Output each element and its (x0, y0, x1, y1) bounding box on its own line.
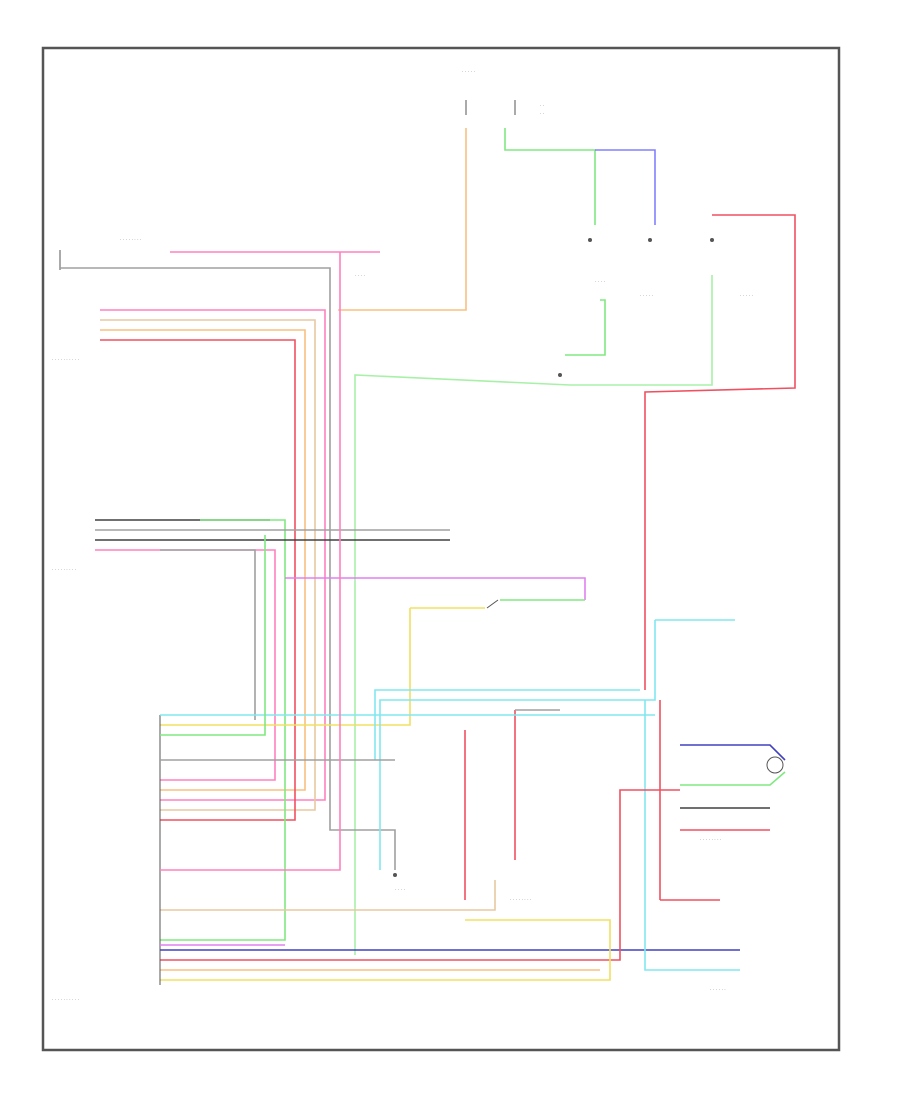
svg-text:. . . . . . . .: . . . . . . . . (120, 237, 141, 242)
svg-text:. . . . . . . .: . . . . . . . . (700, 837, 721, 842)
upper-connector-section: . . . . . . . . . . . . (59, 237, 396, 870)
svg-text:. . . . .: . . . . . (740, 293, 753, 298)
wire-pink-mid (95, 549, 276, 781)
svg-text:. . . .: . . . . (395, 887, 405, 892)
wire-cyan-right (379, 619, 735, 870)
right-section: . . . . . . . . . . . . . . (160, 619, 786, 992)
ground-icon (393, 873, 397, 877)
center-section: . . . . . . . . . . . . (160, 709, 611, 981)
wire-green-mid (160, 519, 286, 941)
middle-connector-section: . . . . . . . . . (52, 519, 450, 941)
svg-text:. . . .: . . . . (355, 273, 365, 278)
wire-green-terminal (160, 535, 266, 736)
wire-cyan-horizontal (374, 689, 640, 760)
wire-red-connector (659, 700, 720, 901)
svg-text:. . . .: . . . . (595, 279, 605, 284)
wire-lightgreen-relay (354, 275, 713, 955)
wire-pink-terminal (160, 252, 341, 871)
svg-text:. .: . . (540, 111, 544, 116)
relay-contact-3 (710, 238, 714, 242)
svg-text:. . . . . . . .: . . . . . . . . (510, 897, 531, 902)
diagram-frame (41, 46, 841, 1052)
wire-orange-ign (338, 128, 467, 311)
wire-tan-lower (160, 880, 496, 911)
wire-green-ign (504, 128, 596, 225)
svg-text:. . . . . .: . . . . . . (710, 987, 726, 992)
wire-green-lamp (680, 771, 786, 786)
wire-yellow-lower (160, 919, 611, 981)
svg-text:. . . . .: . . . . . (462, 69, 475, 74)
wire-green-relay (565, 299, 606, 356)
switch-contact (558, 373, 562, 377)
wire-orange-bundle (100, 329, 306, 791)
relay-contact-2 (648, 238, 652, 242)
svg-text:. .: . . (540, 103, 544, 108)
svg-text:. . . . . . . . . .: . . . . . . . . . . (52, 997, 79, 1002)
svg-text:. . . . . . . . . .: . . . . . . . . . . (52, 357, 79, 362)
mid-switch-section (160, 577, 586, 726)
wire-gray-top (60, 267, 396, 870)
wire-red-lower (160, 789, 680, 961)
upper-wire-bundle: . . . . . . . . . . (52, 309, 326, 821)
wire-gray-mid-2 (160, 549, 256, 720)
ignition-switch-section: . . . . . . . . . . . . . . . . . . . . … (338, 69, 796, 955)
wire-tan-bundle (100, 319, 316, 811)
left-terminal-list: . . . . . . . . . . (52, 252, 655, 1002)
relay-contact-1 (588, 238, 592, 242)
wire-violet-mid (285, 577, 586, 600)
switch-icon (486, 599, 499, 609)
wire-red-relay (644, 214, 796, 690)
svg-text:. . . . .: . . . . . (640, 293, 653, 298)
wire-darkblue-lamp (680, 744, 786, 761)
wire-red-bundle (100, 339, 296, 821)
wire-yellow-switch (160, 607, 485, 726)
lamp-icon (766, 756, 784, 774)
svg-text:. . . . . . . . .: . . . . . . . . . (52, 567, 76, 572)
wire-pink-bundle (100, 309, 326, 801)
wire-blue-ign (595, 149, 656, 225)
